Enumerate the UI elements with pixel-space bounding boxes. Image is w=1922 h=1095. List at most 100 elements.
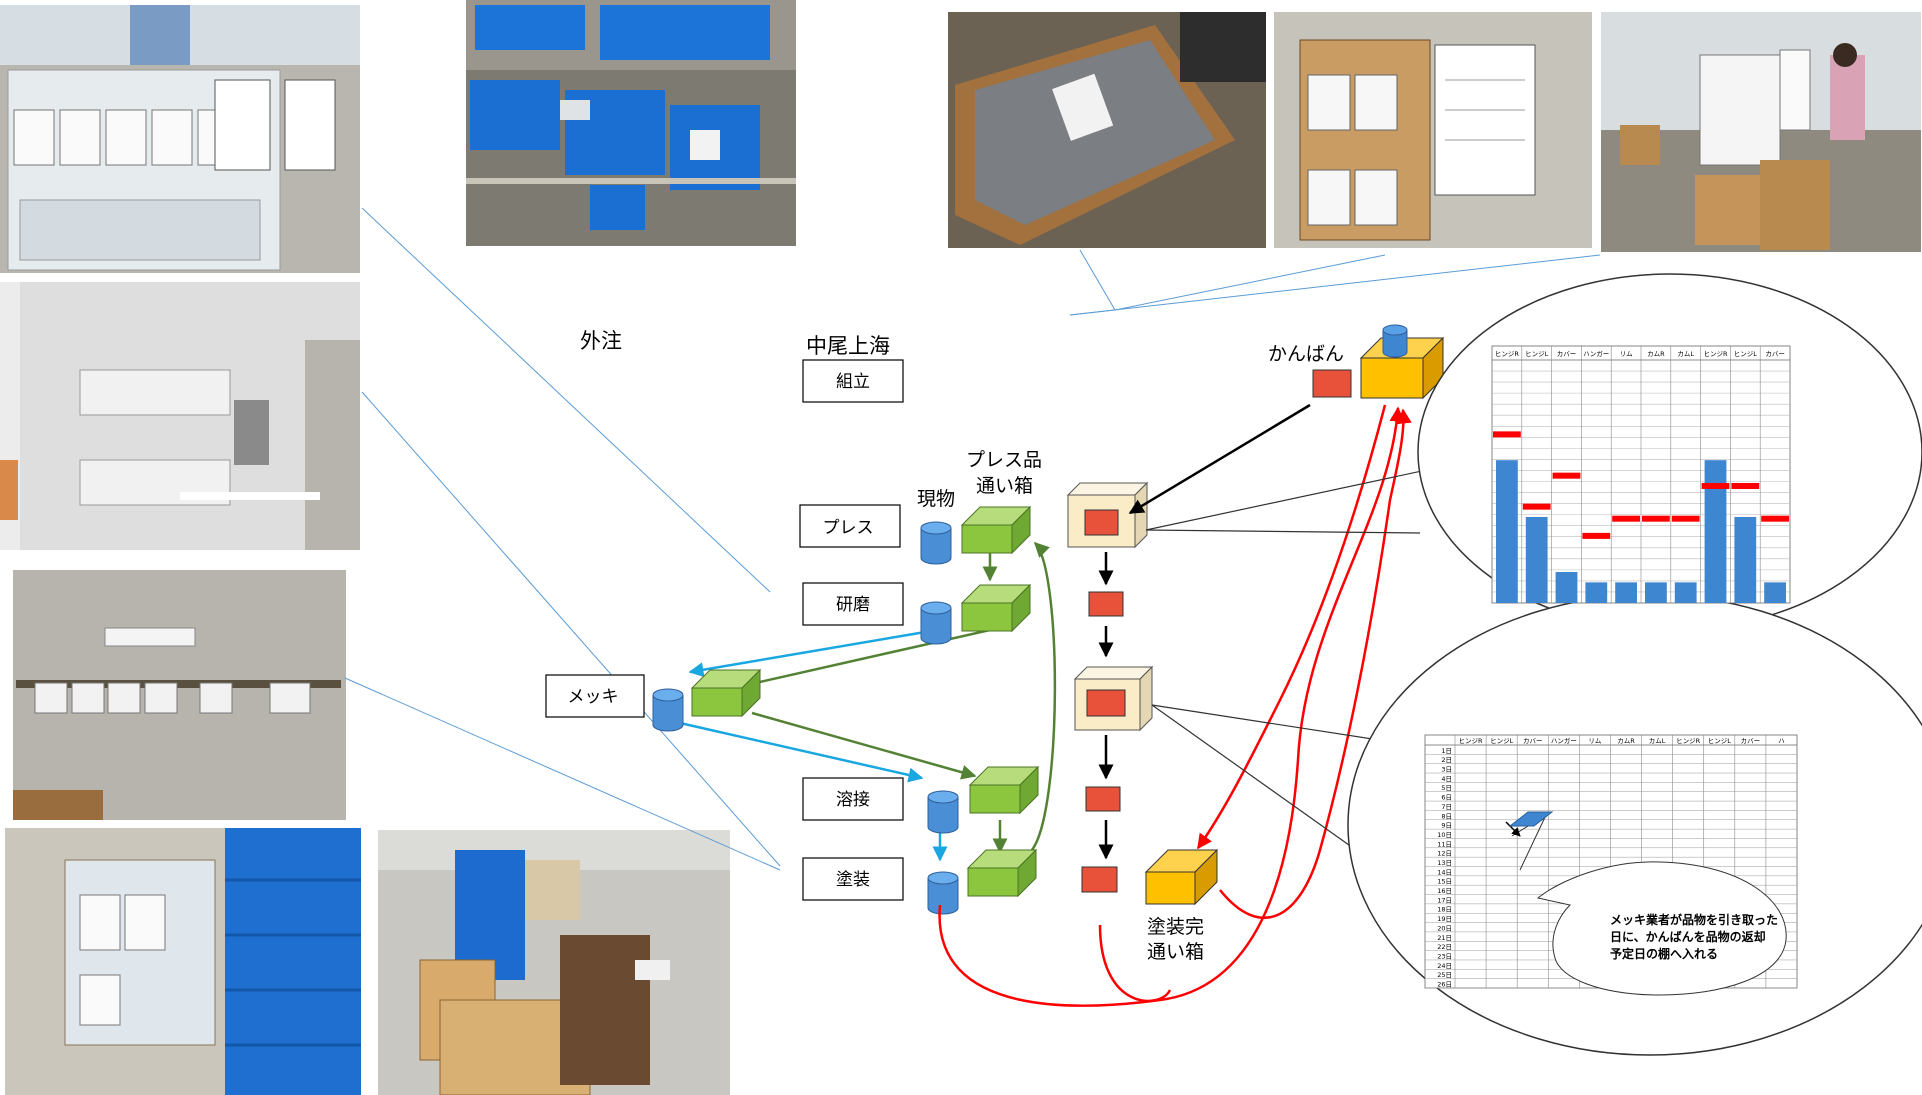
callout-line-2: 日に、かんばんを品物の返却	[1610, 929, 1766, 944]
chart1-target-marker	[1731, 482, 1760, 489]
press-return-box	[960, 583, 1032, 633]
chart2-day-label: 24日	[1437, 962, 1452, 970]
chart1-level-bar	[1496, 460, 1518, 603]
kanban-down-arrows	[1098, 403, 1311, 860]
process-assembly-label: 組立	[836, 372, 870, 392]
process-press-label: プレス	[823, 518, 874, 538]
process-assembly: 組立	[802, 359, 904, 403]
chart2-day-label: 19日	[1437, 915, 1452, 923]
process-welding: 溶接	[802, 777, 904, 821]
chart2-day-label: 2日	[1441, 756, 1452, 764]
chart1-level-bar	[1615, 582, 1637, 603]
process-press: プレス	[799, 504, 901, 548]
press-return-box	[690, 668, 762, 718]
actual-goods-cylinder	[920, 521, 952, 565]
chart1-level-bar	[1525, 516, 1548, 603]
chart2-day-label: 6日	[1441, 794, 1452, 802]
chart2-day-label: 26日	[1437, 981, 1452, 989]
chart2-column-header: カバー	[1741, 737, 1761, 745]
chart2-day-label: 5日	[1441, 784, 1452, 792]
process-welding-label: 溶接	[836, 790, 870, 810]
chart1-column-header: カバー	[1557, 350, 1577, 358]
paint-box-label-2: 通い箱	[1147, 941, 1204, 963]
process-plating-label: メッキ	[568, 687, 619, 707]
chart2-day-label: 11日	[1437, 840, 1452, 848]
chart2-day-label: 16日	[1437, 887, 1452, 895]
chart1-column-header: ヒンジL	[1525, 350, 1549, 358]
photo-wooden-trays-crates	[378, 830, 730, 1095]
actual-goods-cylinder	[920, 601, 952, 645]
chart1-column-header: ヒンジL	[1734, 350, 1758, 358]
chart2-day-label: 3日	[1441, 766, 1452, 774]
chart1-target-marker	[1701, 482, 1730, 489]
chart1-target-marker	[1761, 515, 1789, 522]
chart1-target-marker	[1671, 515, 1700, 522]
return-date-kanban-marker	[1508, 811, 1554, 827]
outsourcing-label: 外注	[580, 329, 622, 353]
chart2-day-label: 4日	[1441, 775, 1452, 783]
blue-flow-arrows	[679, 628, 948, 862]
chart1-level-bar	[1645, 582, 1667, 603]
photo-kanban-notice-board	[1274, 12, 1592, 248]
chart1-level-bar	[1555, 572, 1578, 603]
chart1-target-marker	[1642, 515, 1670, 522]
chart2-column-header: カムL	[1649, 737, 1666, 745]
photo-kanban-board-wall	[0, 5, 360, 273]
actual-goods-cylinders	[652, 521, 959, 915]
photo-kanban-rail-wall	[13, 570, 346, 820]
chart1-column-header: ハンガー	[1583, 349, 1609, 358]
press-return-box	[968, 765, 1040, 815]
chart2-day-label: 10日	[1437, 831, 1452, 839]
chart2-day-label: 14日	[1437, 868, 1452, 876]
process-polish: 研磨	[802, 582, 904, 626]
chart1-level-bar	[1734, 516, 1757, 603]
chart2-column-header: カバー	[1523, 737, 1543, 745]
press-return-box	[960, 505, 1032, 555]
callout-line-3: 予定日の棚へ入れる	[1610, 946, 1718, 961]
actual-goods-label: 現物	[917, 488, 955, 510]
process-polish-label: 研磨	[836, 595, 870, 615]
kanban-cards	[1081, 369, 1352, 893]
process-plating: メッキ	[545, 674, 645, 718]
photo-wall-shelf-kanban	[0, 282, 360, 550]
chart1-column-header: ヒンジR	[1495, 350, 1520, 358]
photo-assembly-line	[1601, 12, 1921, 252]
chart2-day-label: 1日	[1441, 747, 1452, 755]
chart2-day-label: 13日	[1437, 859, 1452, 867]
chart1-level-bar	[1585, 582, 1608, 603]
chart1-column-header: カムL	[1677, 350, 1694, 358]
chart2-column-header: ヒンジR	[1676, 737, 1701, 745]
process-painting: 塗装	[802, 857, 904, 901]
chart2-column-header: ハ	[1778, 737, 1785, 745]
painted-return-box	[1144, 848, 1219, 906]
chart2-day-label: 25日	[1437, 971, 1452, 979]
chart1-column-header: カムR	[1647, 350, 1665, 358]
kanban-storage-box	[1359, 324, 1445, 400]
press-box-label-1: プレス品	[966, 449, 1042, 471]
press-return-box	[966, 848, 1038, 898]
kanban-post-2	[1073, 665, 1154, 732]
chart1-target-marker	[1493, 431, 1521, 438]
chart1-level-bar	[1674, 582, 1697, 603]
chart2-day-label: 21日	[1437, 934, 1452, 942]
chart2-column-header: リム	[1588, 737, 1602, 745]
process-painting-label: 塗装	[836, 869, 870, 890]
press-return-boxes	[690, 505, 1040, 898]
chart2-day-label: 23日	[1437, 952, 1452, 960]
photo-blue-crates-shelf	[466, 0, 796, 246]
chart2-column-header: ヒンジL	[1490, 737, 1514, 745]
chart1-target-marker	[1582, 532, 1611, 539]
chart1-column-header: ヒンジR	[1703, 350, 1728, 358]
chart2-day-label: 8日	[1441, 812, 1452, 820]
chart1-target-marker	[1552, 472, 1581, 479]
chart2-column-header: カムR	[1617, 737, 1635, 745]
callout-line-1: メッキ業者が品物を引き取った	[1610, 912, 1778, 927]
chart2-day-label: 7日	[1441, 803, 1452, 811]
red-kanban-loops	[938, 404, 1412, 1007]
chart2-day-label: 9日	[1441, 822, 1452, 830]
chart2-day-label: 18日	[1437, 906, 1452, 914]
chart2-column-header: ヒンジL	[1708, 737, 1732, 745]
chart1-column-header: リム	[1620, 350, 1634, 358]
kanban-post-1	[1066, 481, 1149, 549]
